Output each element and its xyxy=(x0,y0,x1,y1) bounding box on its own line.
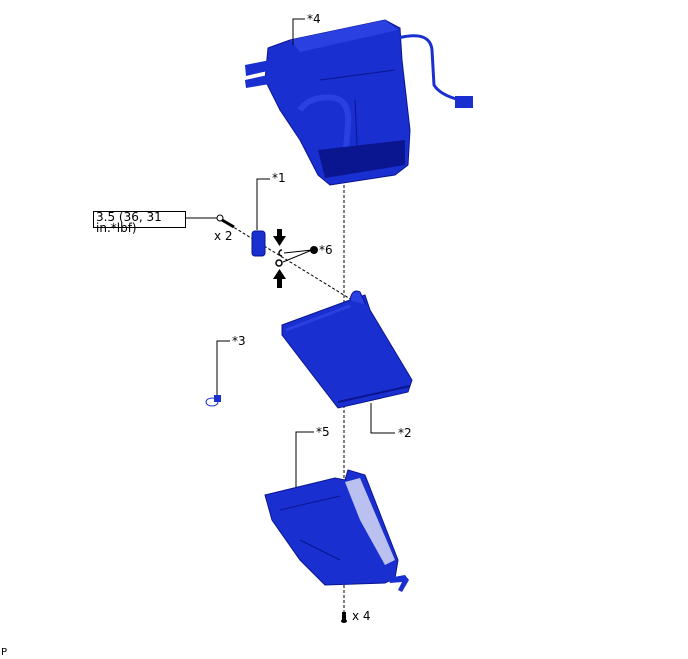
thermistor-part xyxy=(205,395,221,407)
torque-spec-text: 3.5 (36, 31 in.*lbf) xyxy=(96,210,162,235)
callout-3: *3 xyxy=(232,334,246,348)
torque-spec-box xyxy=(93,211,186,228)
alignment-line-diagonal xyxy=(229,224,353,301)
callout-6: *6 xyxy=(319,243,333,257)
corner-mark: P xyxy=(1,647,8,658)
bolt-quantity: x 2 xyxy=(214,229,233,243)
expansion-valve-part xyxy=(251,230,266,257)
torque-spec-line2: in.*lbf) xyxy=(96,221,137,235)
callout-leader-2 xyxy=(370,403,395,434)
callout-4: *4 xyxy=(307,12,321,26)
callout-leader-5 xyxy=(295,431,314,487)
callout-leader-3 xyxy=(216,340,230,395)
screw-quantity: x 4 xyxy=(352,609,371,623)
callout-leader-6 xyxy=(282,249,313,263)
callout-1: *1 xyxy=(272,171,286,185)
callout-leader-4 xyxy=(292,18,305,45)
replace-part-dot-icon xyxy=(310,246,318,254)
evaporator-part xyxy=(281,290,413,409)
torque-spec-line1: 3.5 (36, 31 xyxy=(96,210,162,224)
lower-case-part xyxy=(264,469,409,592)
down-arrow-icon xyxy=(273,229,286,246)
callout-2: *2 xyxy=(398,426,412,440)
screw-icon xyxy=(341,612,347,623)
callout-5: *5 xyxy=(316,425,330,439)
up-arrow-icon xyxy=(273,269,286,288)
heater-unit-part xyxy=(245,19,473,186)
o-ring-icon xyxy=(275,249,283,267)
bolt-icon xyxy=(216,214,235,229)
callout-leader-1 xyxy=(256,178,270,230)
